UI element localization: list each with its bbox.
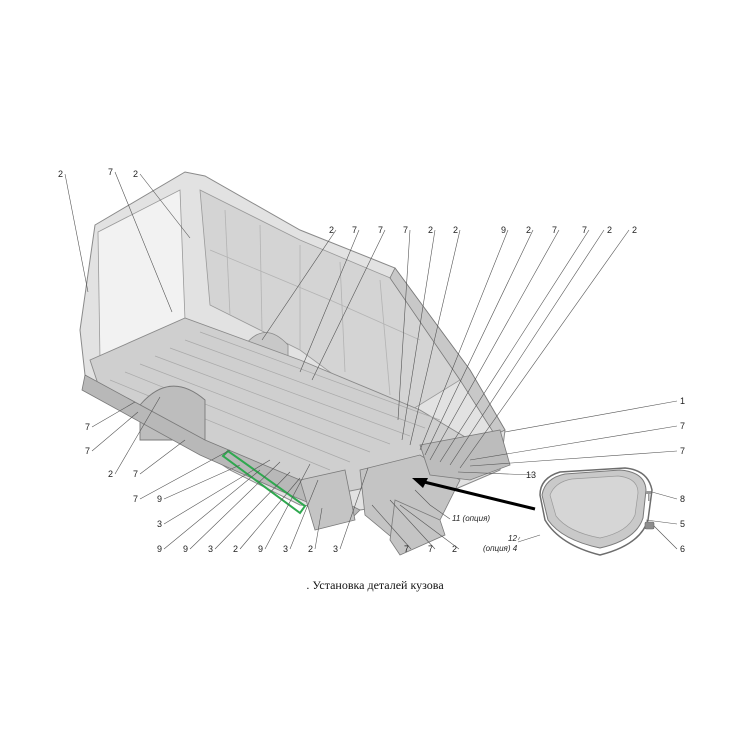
highlight-frame: [221, 449, 307, 515]
callout-label-c-7-left1: 7: [85, 422, 90, 432]
callout-label-c-2-r2: 2: [607, 225, 612, 235]
leader-line-c-2-bot1: [239, 477, 301, 550]
leader-line-c-7-left1: [91, 401, 136, 428]
leader-line-c-8: [651, 491, 678, 500]
callout-label-c-9-bot3: 9: [258, 544, 263, 554]
leader-line-c-9-left1: [163, 464, 241, 500]
callout-label-c-7-mid1: 7: [352, 225, 357, 235]
callout-label-c-9-bot1: 9: [157, 544, 162, 554]
callout-label-c-7-bot2: 7: [428, 544, 433, 554]
callout-12-number: 12: [508, 534, 517, 543]
leader-line-c-2-left-low: [114, 396, 161, 475]
callout-label-c-6: 6: [680, 544, 685, 554]
callout-label-c-7-top: 7: [108, 167, 113, 177]
callout-label-c-5: 5: [680, 519, 685, 529]
leader-line-c-7-top: [114, 171, 173, 313]
leader-line-c-5: [645, 519, 678, 525]
figure-caption: . Установка деталей кузова: [306, 578, 444, 592]
bolt-icon: [646, 491, 651, 501]
callout-label-c-1-right: 1: [680, 396, 685, 406]
callout-label-c-9-bot2: 9: [183, 544, 188, 554]
clip-icon: [644, 521, 655, 530]
callout-label-c-7-mid2: 7: [378, 225, 383, 235]
leader-line-c-7-right2: [469, 450, 678, 467]
leader-line-c-6: [653, 525, 678, 550]
callout-11: 11 (опция): [452, 514, 490, 523]
leader-line-c-3-bot2: [289, 479, 319, 550]
leader-line-c-3-bot1: [214, 471, 291, 550]
floor-ribs: [109, 331, 441, 471]
callout-arrow: [412, 478, 536, 511]
leader-line-c-7-r1: [429, 229, 560, 461]
callout-label-c-2-r3: 2: [632, 225, 637, 235]
callout-label-c-2-mid3: 2: [453, 225, 458, 235]
callout-12-note: (опция) 4: [483, 544, 518, 553]
callout-label-c-7-bot1: 7: [404, 544, 409, 554]
leader-line-c-1-right: [504, 400, 678, 433]
callout-label-c-7-left3: 7: [133, 469, 138, 479]
callout-label-c-7-r2: 7: [582, 225, 587, 235]
leader-line-c-7-bot1: [371, 504, 412, 550]
leader-line-c-13: [457, 471, 534, 476]
leader-line-c-2-bot3: [399, 504, 460, 550]
callout-label-c-13: 13: [526, 470, 536, 480]
callout-label-c-2-mid2: 2: [428, 225, 433, 235]
hatch-cover-top: [549, 475, 639, 539]
callout-label-c-2-bot1: 2: [233, 544, 238, 554]
callout-label-c-7-left2: 7: [85, 446, 90, 456]
callout-labels: 2 7 2 2 7 7 7 2 2 9 2 7 7 2 2 1 7 7 13 7 7 2 7 7 9 3 9 9 3 2 9 3 2 3 7 7 2 8 5…: [58, 167, 685, 554]
leader-line-c-2-left-top: [64, 173, 89, 293]
leader-line-c-2-r1: [424, 229, 534, 456]
callout-label-c-2-r1: 2: [526, 225, 531, 235]
hatch-cover-seal: [539, 467, 653, 556]
leader-line-c-2-r3: [459, 229, 630, 469]
leader-line-c-9-bot3: [264, 463, 311, 550]
leader-line-c-2-top: [139, 173, 191, 239]
callout-label-c-9-left1: 9: [157, 494, 162, 504]
callout-label-c-7-r1: 7: [552, 225, 557, 235]
callout-label-c-9-top: 9: [501, 225, 506, 235]
leader-line-c-7-right1: [469, 425, 678, 461]
callout-label-c-7-right1: 7: [680, 421, 685, 431]
hatch-cover-assembly: [539, 467, 655, 556]
leader-line-c-9-bot1: [163, 469, 261, 550]
leader-line-c-2-mid3: [409, 229, 461, 446]
leader-line-c-7-left3: [139, 439, 186, 475]
van-right-wall: [199, 189, 461, 421]
callout-label-c-8: 8: [680, 494, 685, 504]
callout-label-c-3-bot1: 3: [208, 544, 213, 554]
italic-leaders: [414, 489, 541, 543]
leader-line-c-7-mid2: [311, 229, 386, 381]
leader-line-c-2-r2: [449, 229, 605, 466]
callout-label-c-2-left-low: 2: [108, 469, 113, 479]
front-panel: [419, 429, 511, 481]
leader-line-c-3-left1: [163, 459, 271, 525]
callout-label-c-2-bot2: 2: [308, 544, 313, 554]
callout-label-c-2-mid1: 2: [329, 225, 334, 235]
callout-label-c-7-right2: 7: [680, 446, 685, 456]
van-body: [79, 171, 511, 556]
leader-line-c-3-bot3: [339, 467, 369, 550]
leader-line-c-2-bot2: [314, 507, 323, 550]
callout-label-c-7-mid3: 7: [403, 225, 408, 235]
callout-label-c-3-bot2: 3: [283, 544, 288, 554]
leader-line-c-7-mid1: [299, 229, 360, 373]
leader-line-c-7-mid3: [397, 229, 411, 421]
leader-line-c-2-mid1: [261, 229, 337, 341]
callout-label-c-2-top: 2: [133, 169, 138, 179]
leader-line-c-7-r2: [439, 229, 590, 463]
callout-label-c-3-bot3: 3: [333, 544, 338, 554]
leader-line-c-7-bot2: [389, 499, 436, 550]
leader-line-c-7-left2: [91, 411, 139, 452]
leader-line-c-9-top: [419, 229, 509, 451]
leader-line-c-7-left4: [139, 449, 231, 500]
callout-label-c-2-left-top: 2: [58, 169, 63, 179]
callout-label-c-2-bot3: 2: [452, 544, 457, 554]
leader-line-c-2-mid2: [401, 229, 436, 441]
callout-label-c-3-left1: 3: [157, 519, 162, 529]
callout-label-c-7-left4: 7: [133, 494, 138, 504]
leader-line-c-9-bot2: [189, 461, 281, 550]
